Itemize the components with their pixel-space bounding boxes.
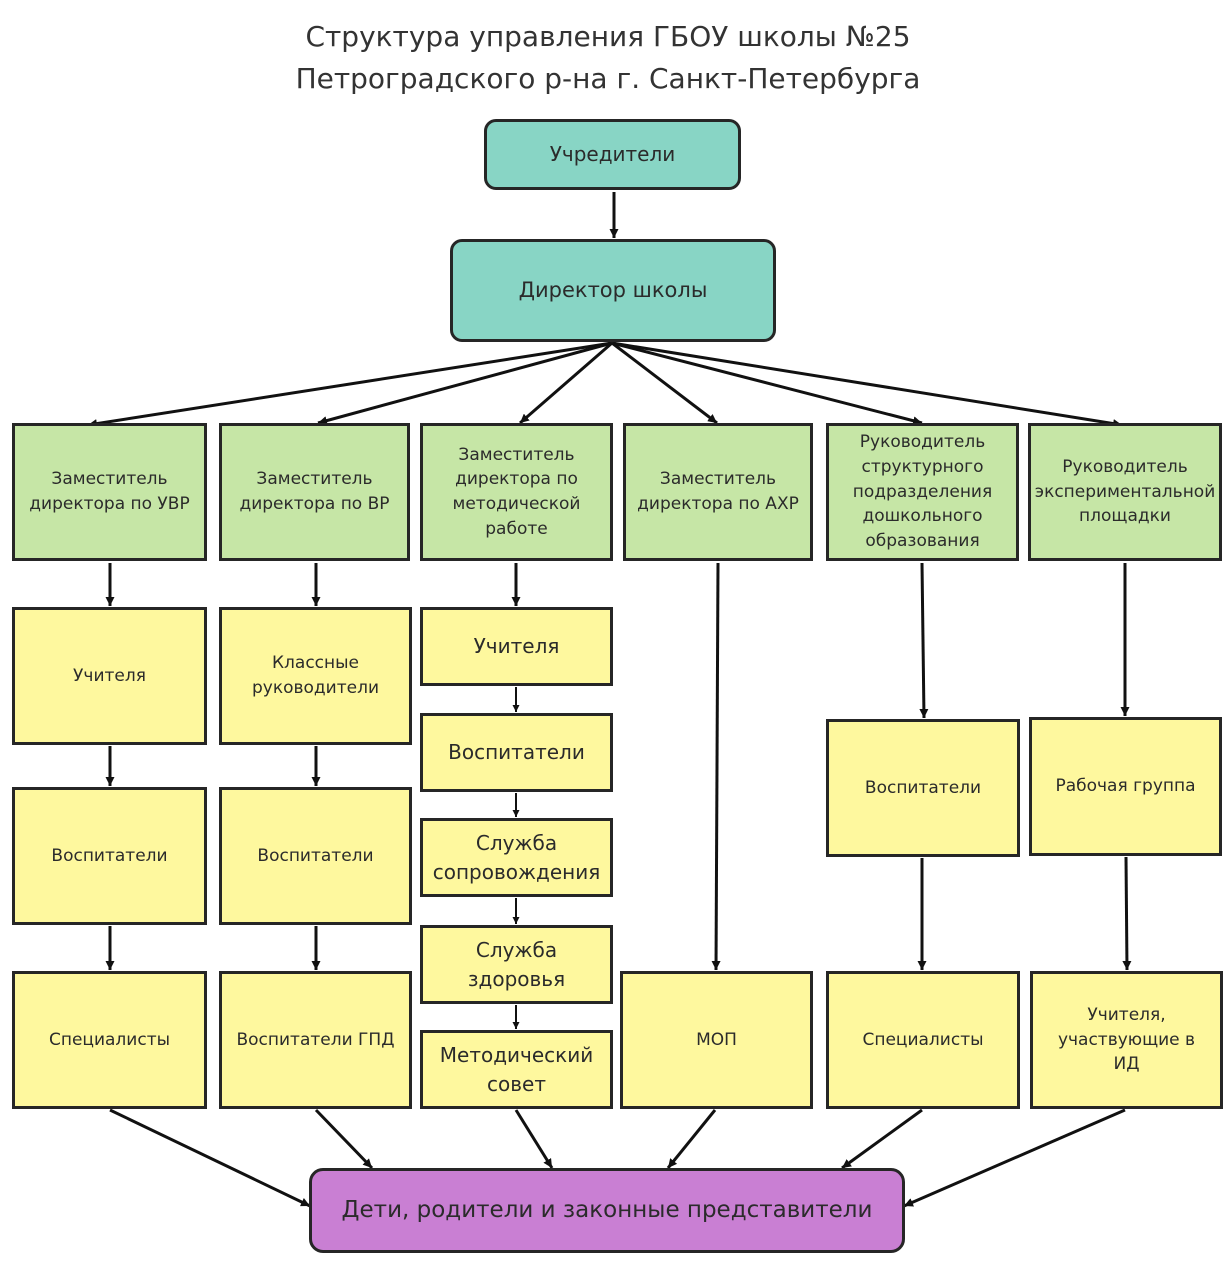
node-deputy-vr: Заместитель директора по ВР [219,423,410,561]
arrow-director-to-head-preschool [611,341,923,426]
arrow-director-to-deputy-ahr [611,341,718,425]
arrow-director-to-deputy-uvr [87,341,613,429]
arrow-c1-to-beneficiaries [109,1108,311,1208]
arrow-c5-to-beneficiaries [841,1108,923,1170]
arrow-c2-to-beneficiaries [314,1108,374,1170]
node-c6-id-teachers: Учителя, участвующие в ИД [1030,971,1223,1109]
arrow-c6-to-beneficiaries [903,1108,1126,1208]
arrow-c4-1 [711,562,721,971]
node-founders: Учредители [484,119,741,190]
node-c3-support-service: Служба сопровождения [420,818,613,897]
node-c1-specialists: Специалисты [12,971,207,1109]
node-director: Директор школы [450,239,776,342]
node-c6-working-group: Рабочая группа [1029,717,1222,856]
arrow-c5-1 [919,562,929,719]
node-head-preschool: Руководитель структурного подразделения … [826,423,1019,561]
node-c3-teachers: Учителя [420,607,613,686]
node-c1-educators: Воспитатели [12,787,207,925]
node-c2-educators: Воспитатели [219,787,412,925]
node-head-experimental: Руководитель экспериментальной площадки [1028,423,1222,561]
node-c5-educators: Воспитатели [826,719,1020,857]
node-beneficiaries: Дети, родители и законные представители [309,1168,905,1253]
node-c1-teachers: Учителя [12,607,207,745]
node-c2-gpd-educators: Воспитатели ГПД [219,971,412,1109]
node-c2-class-teachers: Классные руководители [219,607,412,745]
arrow-c4-to-beneficiaries [666,1109,717,1169]
diagram-title-line-1: Структура управления ГБОУ школы №25 [305,20,911,53]
arrow-director-to-deputy-method [519,341,613,425]
node-c3-health-service: Служба здоровья [420,925,613,1004]
node-c3-method-council: Методический совет [420,1030,613,1109]
node-c4-mop: МОП [620,971,813,1109]
node-deputy-uvr: Заместитель директора по УВР [12,423,207,561]
arrow-c3-to-beneficiaries [514,1109,554,1169]
arrow-c6-2 [1122,856,1132,971]
node-deputy-method: Заместитель директора по методической ра… [420,423,613,561]
arrow-director-to-head-experimental [611,341,1123,429]
node-c3-educators: Воспитатели [420,713,613,792]
diagram-title-line-2: Петроградского р-на г. Санкт-Петербурга [295,62,921,95]
node-c5-specialists: Специалисты [826,971,1020,1109]
arrow-director-to-deputy-vr [317,341,613,425]
node-deputy-ahr: Заместитель директора по АХР [623,423,813,561]
